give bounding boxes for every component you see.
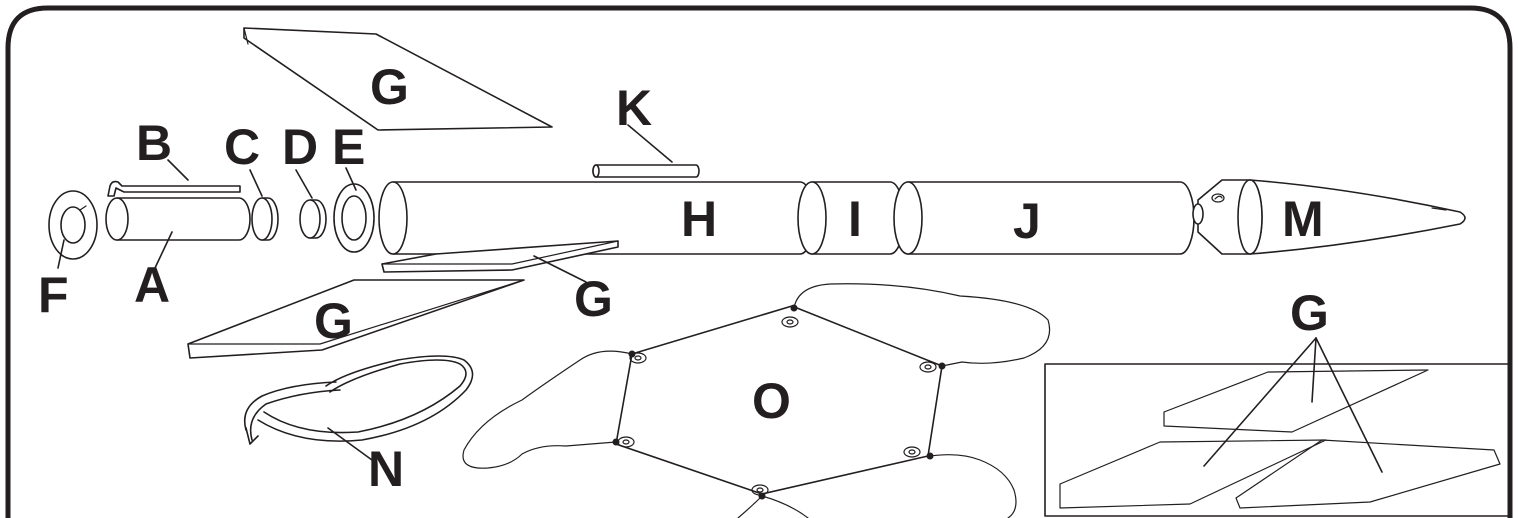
inset-leaders xyxy=(1203,337,1383,473)
label-h: H xyxy=(681,191,717,247)
label-m: M xyxy=(1282,191,1324,247)
leader-e xyxy=(345,167,357,191)
launch-lug xyxy=(592,164,700,178)
tube-coupler xyxy=(797,181,905,255)
label-d: D xyxy=(282,119,318,175)
thrust-ring xyxy=(333,183,375,253)
centering-ring-c xyxy=(251,197,279,241)
label-g-middle: G xyxy=(574,271,613,327)
label-g-top: G xyxy=(370,59,409,115)
label-i: I xyxy=(848,191,862,247)
label-c: C xyxy=(224,119,260,175)
label-j: J xyxy=(1013,193,1041,249)
payload-tube xyxy=(893,181,1195,255)
leader-f xyxy=(57,239,65,269)
fin-top xyxy=(243,27,553,131)
leader-n xyxy=(327,427,373,461)
leader-g-middle xyxy=(533,255,587,283)
diagram-frame xyxy=(5,5,1513,518)
label-n: N xyxy=(368,441,404,497)
label-k: K xyxy=(616,80,652,136)
label-e: E xyxy=(332,119,365,175)
nose-cone xyxy=(1192,179,1466,255)
fin-lower-left xyxy=(187,279,525,359)
leader-k xyxy=(627,124,673,163)
label-b: B xyxy=(136,115,172,171)
label-g-inset: G xyxy=(1290,285,1329,341)
fin-inset-box xyxy=(1044,363,1510,517)
leader-b xyxy=(167,159,189,181)
fin-middle xyxy=(381,240,619,273)
parachute xyxy=(462,283,1051,518)
shock-cord xyxy=(243,355,474,445)
label-o: O xyxy=(752,373,791,429)
centering-ring-d xyxy=(299,199,327,239)
leader-d xyxy=(295,169,313,199)
label-g-lower-left: G xyxy=(314,293,353,349)
inset-fins xyxy=(1059,369,1501,509)
engine-hook xyxy=(107,180,241,197)
retainer-ring xyxy=(48,190,98,260)
label-a: A xyxy=(134,257,170,313)
leader-c xyxy=(249,169,263,197)
label-f: F xyxy=(38,267,69,323)
leader-a xyxy=(154,231,173,269)
motor-mount-tube xyxy=(105,197,251,241)
